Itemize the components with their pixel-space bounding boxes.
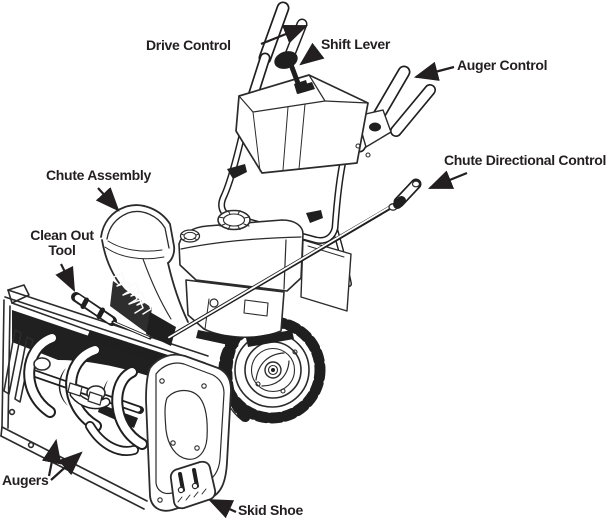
label-skid-shoe: Skid Shoe bbox=[238, 502, 303, 518]
oil-cap bbox=[179, 229, 201, 243]
clean-out-tool-part bbox=[71, 292, 152, 340]
housing-side-plate bbox=[145, 353, 232, 512]
control-console bbox=[235, 59, 371, 174]
skid-shoe-arrow bbox=[208, 499, 237, 519]
skid-shoe-part bbox=[169, 460, 217, 510]
chute-assembly-arrow bbox=[95, 187, 120, 212]
augers-arrow-2 bbox=[50, 451, 83, 481]
chute-directional-control-rod bbox=[165, 178, 422, 341]
chute-assembly-part bbox=[100, 204, 196, 346]
drive-control-arrow bbox=[260, 24, 309, 46]
auger-control-arrow bbox=[413, 61, 455, 81]
label-shift-lever: Shift Lever bbox=[321, 36, 391, 52]
label-auger-control: Auger Control bbox=[457, 57, 548, 73]
label-skid-shoe-text: Skid Shoe bbox=[238, 502, 303, 518]
augers-arrow-1 bbox=[41, 438, 62, 477]
clean-out-tool-arrow bbox=[55, 263, 75, 292]
label-chute-directional-control: Chute Directional Control bbox=[444, 152, 607, 168]
wheel bbox=[218, 316, 326, 424]
label-clean-out-tool-line1: Clean Out bbox=[30, 227, 94, 243]
fuel-cap bbox=[217, 209, 251, 231]
augers-assembly bbox=[23, 332, 148, 456]
label-auger-control-text: Auger Control bbox=[457, 57, 548, 73]
label-drive-control-text: Drive Control bbox=[146, 37, 231, 53]
label-clean-out-tool-line2: Tool bbox=[48, 242, 76, 259]
label-chute-assembly-text: Chute Assembly bbox=[46, 167, 151, 183]
label-augers: Augers bbox=[2, 472, 49, 488]
engine bbox=[178, 209, 352, 347]
shift-lever-part bbox=[287, 59, 309, 94]
label-chute-directional-control-text: Chute Directional Control bbox=[444, 152, 607, 168]
label-chute-assembly: Chute Assembly bbox=[46, 167, 151, 183]
label-drive-control: Drive Control bbox=[146, 37, 231, 53]
chute-directional-control-arrow bbox=[427, 170, 468, 190]
label-augers-text: Augers bbox=[2, 472, 49, 488]
shift-lever-arrow bbox=[299, 42, 325, 66]
label-clean-out-tool: Clean Out Tool bbox=[16, 227, 108, 259]
label-shift-lever-text: Shift Lever bbox=[321, 36, 391, 52]
